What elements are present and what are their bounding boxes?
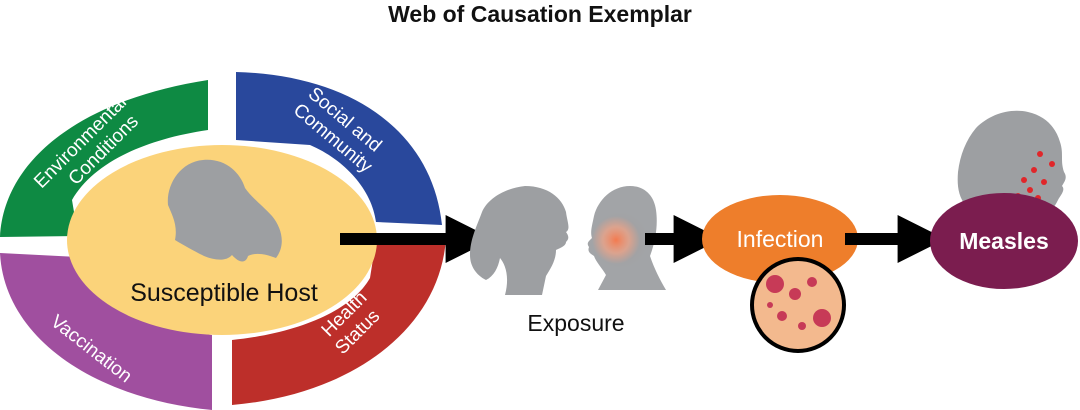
host-silhouette-icon: [167, 159, 282, 262]
measles-ellipse: [930, 193, 1078, 289]
segment-social-community: [236, 72, 442, 225]
infection-ellipse: [702, 195, 858, 283]
segment-environmental-conditions: [0, 80, 208, 237]
exposure-red-spot: [592, 216, 640, 264]
rash-magnifier-icon: [750, 257, 846, 353]
measles-person-icon: [957, 110, 1066, 216]
measles-label: Measles: [959, 228, 1049, 254]
exposure-person-left-icon: [470, 186, 569, 295]
segment-vaccination: [0, 253, 212, 410]
diagram-title: Web of Causation Exemplar: [388, 1, 692, 27]
infection-label: Infection: [737, 226, 824, 252]
susceptible-host-label: Susceptible Host: [130, 279, 318, 307]
exposure-label: Exposure: [527, 310, 624, 336]
segment-health-status: [232, 238, 446, 405]
